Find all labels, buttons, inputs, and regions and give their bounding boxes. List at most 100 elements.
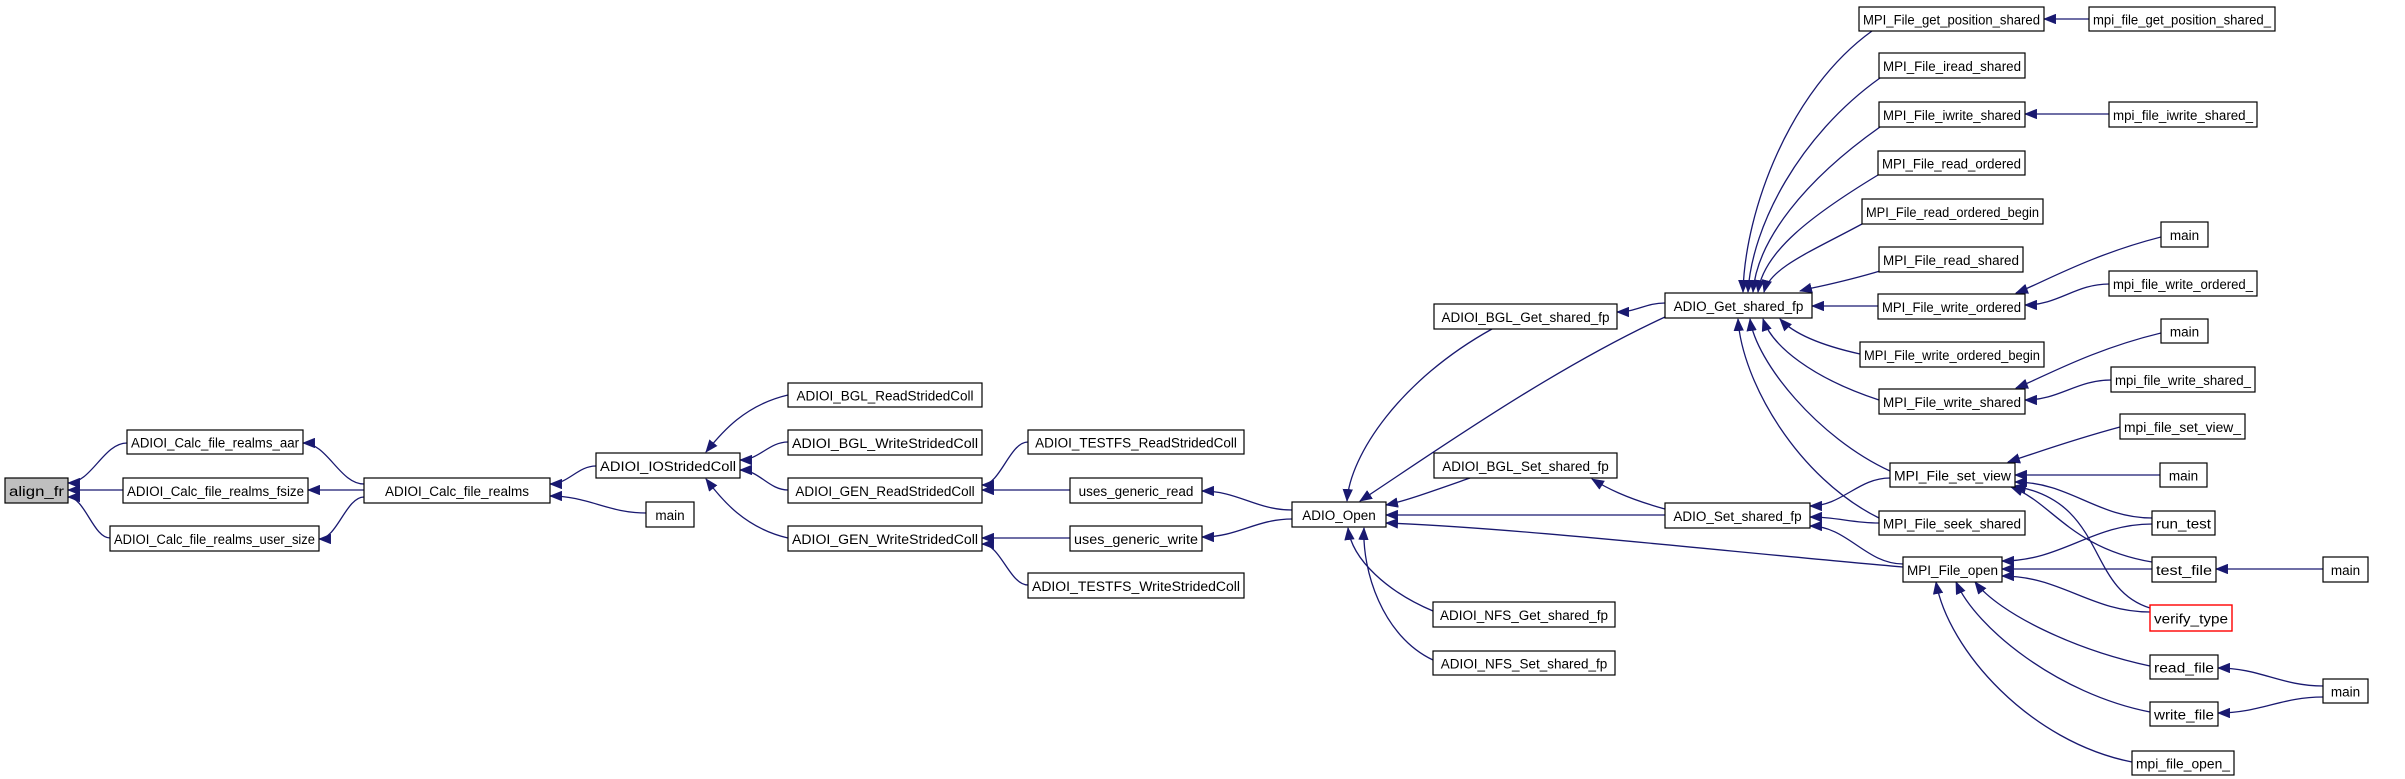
edge-run_test-to-f_open [2000,523,2153,567]
edge-f_wsh-to-get_fp [1761,318,1880,401]
edge-get_fp-to-adio_open [1359,316,1666,502]
node-align_fr[interactable]: align_fr [4,477,69,504]
node-label-f_rsh: MPI_File_read_shared [1883,253,2019,268]
node-bgl_set[interactable]: ADIOI_BGL_Set_shared_fp [1433,452,1618,479]
node-label-write_file: write_file [2153,708,2214,723]
node-main5[interactable]: main [2322,556,2369,583]
nfs_get-box [1432,601,1616,628]
edge-main2-to-f_word [2015,236,2162,294]
read_file-box [2149,654,2219,680]
edge-test_file-to-f_setview [2010,486,2153,563]
node-f_iread[interactable]: MPI_File_iread_shared [1878,52,2026,79]
node-label-f_wsh: MPI_File_write_shared [1883,395,2021,410]
node-calc_realms[interactable]: ADIOI_Calc_file_realms [363,477,551,504]
node-get_fp[interactable]: ADIO_Get_shared_fp [1664,292,1813,319]
node-c_open[interactable]: mpi_file_open_ [2131,750,2235,776]
edge-f_open-to-adio_open [1384,518,1904,568]
node-label-bgl_write: ADIOI_BGL_WriteStridedColl [792,436,978,451]
node-calc_aar[interactable]: ADIOI_Calc_file_realms_aar [126,429,304,455]
node-label-main5: main [2331,563,2360,578]
node-c_wsh[interactable]: mpi_file_write_shared_ [2110,366,2256,393]
node-f_getpos[interactable]: MPI_File_get_position_shared [1858,6,2045,32]
edge-calc_realms-to-calc_user [317,496,365,545]
node-label-read_file: read_file [2154,661,2214,676]
node-read_file[interactable]: read_file [2149,654,2219,680]
node-f_wsh[interactable]: MPI_File_write_shared [1878,388,2026,415]
node-label-calc_fsize: ADIOI_Calc_file_realms_fsize [127,484,304,499]
node-label-align_fr: align_fr [9,484,65,499]
node-main2[interactable]: main [2160,221,2209,248]
node-f_rord[interactable]: MPI_File_read_ordered [1877,150,2026,176]
c_iwrite-box [2108,101,2258,128]
node-c_getpos[interactable]: mpi_file_get_position_shared_ [2088,6,2276,32]
node-test_file[interactable]: test_file [2151,556,2217,583]
adio_open-box [1291,501,1387,528]
node-f_rsh[interactable]: MPI_File_read_shared [1878,246,2024,273]
node-label-test_file: test_file [2156,563,2212,578]
node-iostrided[interactable]: ADIOI_IOStridedColl [595,452,741,479]
node-label-main2: main [2170,228,2199,243]
node-ug_write[interactable]: uses_generic_write [1069,525,1203,552]
node-main6[interactable]: main [2322,678,2369,704]
node-f_wordb[interactable]: MPI_File_write_ordered_begin [1859,341,2045,368]
edge-c_word-to-f_word [2023,283,2110,311]
node-label-c_iwrite: mpi_file_iwrite_shared_ [2113,108,2253,123]
edge-bgl_read-to-iostrided [705,394,789,453]
node-label-gen_write: ADIOI_GEN_WriteStridedColl [792,532,978,547]
edge-read_file-to-f_open [1974,581,2151,667]
node-set_fp[interactable]: ADIO_Set_shared_fp [1664,502,1811,529]
gen_read-box [787,477,983,504]
node-label-main6: main [2331,685,2360,700]
bgl_write-box [787,429,983,456]
node-gen_write[interactable]: ADIOI_GEN_WriteStridedColl [787,525,983,552]
node-main4[interactable]: main [2159,462,2208,488]
node-verify_type[interactable]: verify_type [2149,604,2233,632]
node-main3[interactable]: main [2160,318,2209,344]
f_setview-box [1889,462,2016,488]
node-f_setview[interactable]: MPI_File_set_view [1889,462,2016,488]
node-nfs_get[interactable]: ADIOI_NFS_Get_shared_fp [1432,601,1616,628]
node-f_seek[interactable]: MPI_File_seek_shared [1878,510,2026,536]
node-adio_open[interactable]: ADIO_Open [1291,501,1387,528]
node-write_file[interactable]: write_file [2149,701,2219,727]
main2-box [2160,221,2209,248]
node-bgl_write[interactable]: ADIOI_BGL_WriteStridedColl [787,429,983,456]
bgl_get-box [1433,303,1618,330]
node-testfs_read[interactable]: ADIOI_TESTFS_ReadStridedColl [1027,429,1245,455]
node-c_setview[interactable]: mpi_file_set_view_ [2119,413,2246,440]
f_rsh-box [1878,246,2024,273]
verify_type-box [2149,604,2233,632]
node-f_rordb[interactable]: MPI_File_read_ordered_begin [1861,198,2044,225]
node-ug_read[interactable]: uses_generic_read [1069,477,1203,504]
node-testfs_write[interactable]: ADIOI_TESTFS_WriteStridedColl [1027,572,1245,599]
edge-adio_open-to-ug_write [1200,518,1293,543]
node-label-calc_aar: ADIOI_Calc_file_realms_aar [131,436,299,451]
main1-box [645,501,695,528]
node-nfs_set[interactable]: ADIOI_NFS_Set_shared_fp [1432,650,1616,676]
f_iwrite-box [1878,101,2026,128]
node-f_open[interactable]: MPI_File_open [1902,556,2003,583]
node-f_word[interactable]: MPI_File_write_ordered [1877,293,2026,320]
node-f_iwrite[interactable]: MPI_File_iwrite_shared [1878,101,2026,128]
node-label-f_rordb: MPI_File_read_ordered_begin [1866,205,2039,220]
main6-box [2322,678,2369,704]
edge-main1-to-calc_realms [548,490,647,514]
node-main1[interactable]: main [645,501,695,528]
edge-f_open-to-set_fp [1808,520,1904,565]
node-run_test[interactable]: run_test [2151,510,2216,536]
testfs_read-box [1027,429,1245,455]
node-label-nfs_get: ADIOI_NFS_Get_shared_fp [1440,608,1608,623]
edge-f_setview-to-get_fp [1746,317,1891,472]
edge-calc_realms-to-calc_aar [301,437,365,485]
node-calc_fsize[interactable]: ADIOI_Calc_file_realms_fsize [122,477,309,504]
node-bgl_read[interactable]: ADIOI_BGL_ReadStridedColl [787,382,983,408]
node-c_iwrite[interactable]: mpi_file_iwrite_shared_ [2108,101,2258,128]
node-gen_read[interactable]: ADIOI_GEN_ReadStridedColl [787,477,983,504]
node-calc_user[interactable]: ADIOI_Calc_file_realms_user_size [109,525,320,552]
c_setview-box [2119,413,2246,440]
node-bgl_get[interactable]: ADIOI_BGL_Get_shared_fp [1433,303,1618,330]
node-label-nfs_set: ADIOI_NFS_Set_shared_fp [1441,657,1608,672]
edge-f_iread-to-get_fp [1743,77,1881,294]
node-c_word[interactable]: mpi_file_write_ordered_ [2108,270,2258,297]
